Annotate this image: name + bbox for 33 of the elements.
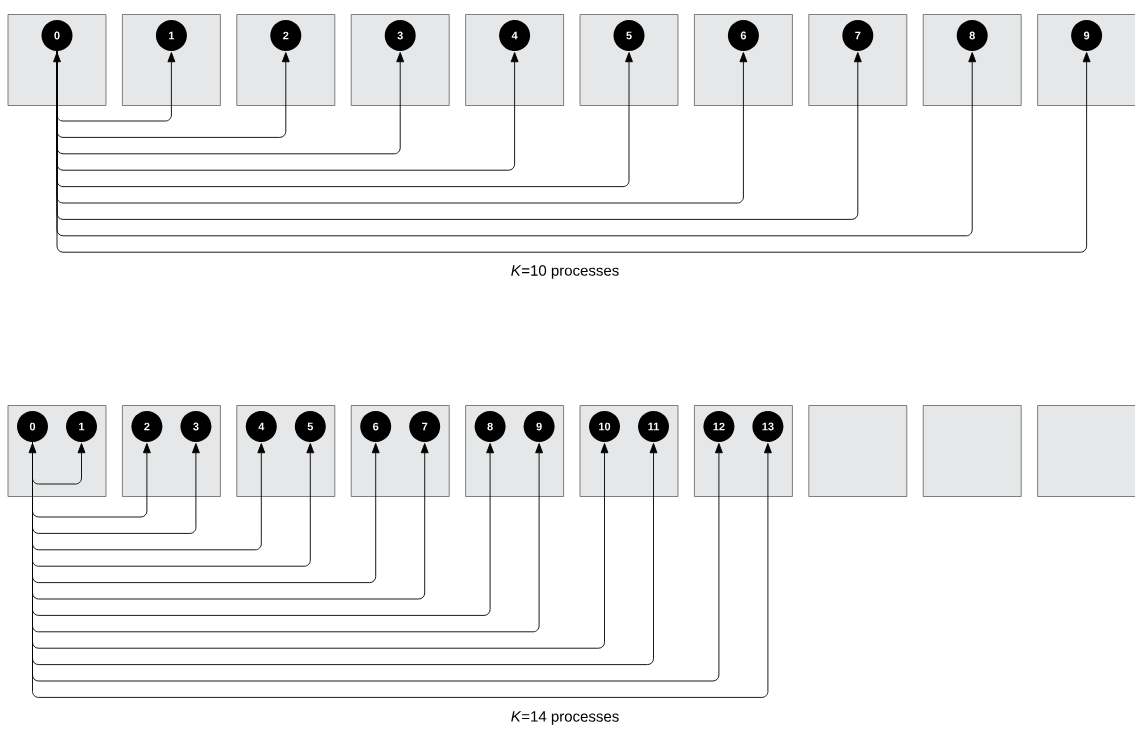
arrow <box>32 441 151 518</box>
process-box <box>465 14 564 106</box>
process-box <box>808 405 908 497</box>
arrow <box>32 441 200 534</box>
arrow <box>32 441 315 567</box>
arrow <box>56 50 405 155</box>
arrow <box>32 441 380 584</box>
arrow <box>32 441 429 600</box>
arrow <box>56 50 633 188</box>
arrow <box>32 441 495 616</box>
process-box <box>694 14 793 106</box>
arrow <box>32 441 544 633</box>
arrow <box>56 50 862 220</box>
process-box <box>350 14 450 106</box>
process-box <box>579 14 679 106</box>
process-box <box>1037 14 1135 106</box>
arrow <box>56 50 748 204</box>
arrow <box>56 50 290 138</box>
arrow <box>56 50 977 237</box>
arrow <box>56 50 519 171</box>
caption-text: K=14 processes <box>511 711 619 725</box>
caption-text: K=10 processes <box>511 265 619 279</box>
process-box <box>236 14 336 106</box>
arrow <box>32 441 266 551</box>
process-box <box>808 14 908 106</box>
process-box <box>1037 405 1135 497</box>
process-box <box>922 405 1022 497</box>
arrow <box>56 50 1091 253</box>
process-box <box>122 14 221 106</box>
arrow <box>28 443 86 485</box>
process-box <box>922 14 1022 106</box>
arrow <box>53 52 176 122</box>
process-box <box>7 14 107 106</box>
